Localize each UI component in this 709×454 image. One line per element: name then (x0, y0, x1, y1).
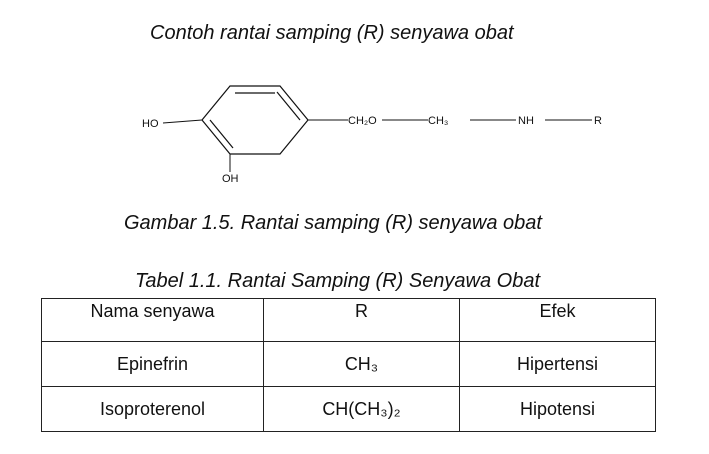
benzene-ring (201, 85, 309, 155)
cell-name: Epinefrin (41, 341, 264, 387)
cell-r: CH₃ (262, 341, 460, 387)
nh-label: NH (518, 115, 534, 127)
ho-label: HO (142, 118, 159, 130)
cell-name: Isoproterenol (41, 386, 264, 432)
ring-double-bond (276, 91, 301, 121)
table-header-row: Nama senyawa R Efek (41, 298, 657, 342)
table-row: Isoproterenol CH(CH₃)₂ Hipotensi (41, 386, 657, 432)
table-caption: Tabel 1.1. Rantai Samping (R) Senyawa Ob… (135, 270, 541, 292)
cell-effect: Hipotensi (458, 386, 657, 432)
page-title: Contoh rantai samping (R) senyawa obat (150, 22, 514, 44)
ho-bond (162, 119, 203, 124)
header-efek: Efek (458, 298, 657, 342)
ch3-label: CH₃ (428, 115, 448, 127)
drug-table: Nama senyawa R Efek Epinefrin CH₃ Hipert… (41, 298, 657, 432)
ring-double-bond (209, 119, 234, 149)
table-row: Epinefrin CH₃ Hipertensi (41, 341, 657, 387)
header-nama-senyawa: Nama senyawa (41, 298, 264, 342)
cell-r: CH(CH₃)₂ (262, 386, 460, 432)
figure-caption: Gambar 1.5. Rantai samping (R) senyawa o… (124, 212, 542, 234)
chemical-structure: HO OH CH₂O CH₃ NH R (142, 85, 602, 185)
r-label: R (594, 115, 602, 127)
ch2o-label: CH₂O (348, 115, 377, 127)
oh-label: OH (222, 173, 239, 185)
header-r: R (262, 298, 460, 342)
cell-effect: Hipertensi (458, 341, 657, 387)
